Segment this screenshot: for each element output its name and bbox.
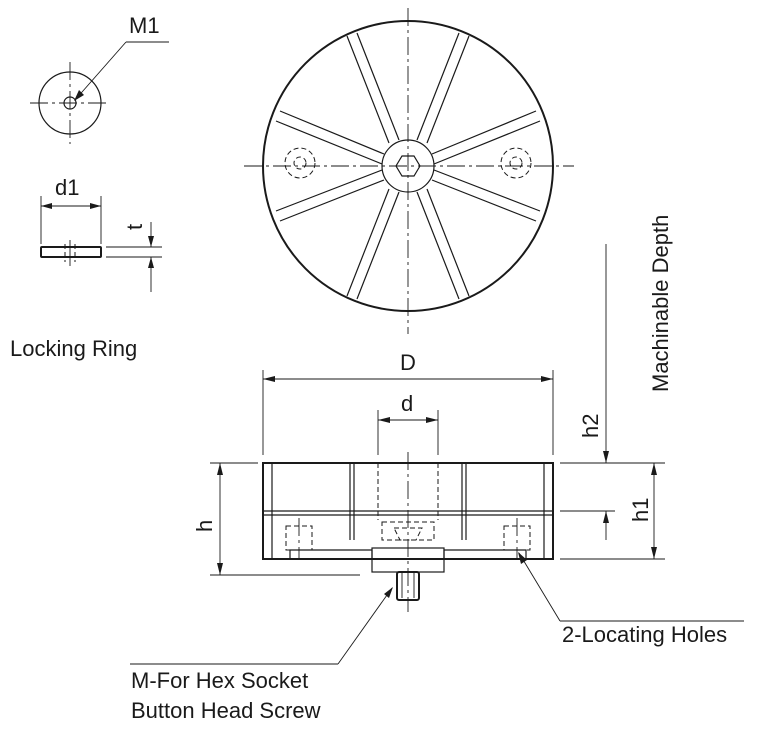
locking-ring-top-view: M1 bbox=[30, 13, 169, 144]
d1-label: d1 bbox=[55, 175, 79, 200]
locating-hole-right bbox=[500, 147, 532, 179]
h-label: h bbox=[192, 520, 217, 532]
dimension-h2: h2 Machinable Depth bbox=[560, 215, 673, 540]
radial-slots bbox=[275, 32, 541, 300]
dimension-h: h bbox=[192, 462, 360, 576]
locating-holes-label: 2-Locating Holes bbox=[562, 622, 727, 647]
dimension-h1: h1 bbox=[560, 462, 665, 560]
jaw-side-view bbox=[262, 452, 554, 612]
m1-label: M1 bbox=[129, 13, 160, 38]
screw-label-line2: Button Head Screw bbox=[131, 698, 321, 723]
D-label: D bbox=[400, 350, 416, 375]
dimension-d: d bbox=[377, 391, 439, 455]
jaw-top-view bbox=[244, 8, 574, 334]
screw-label-line1: M-For Hex Socket bbox=[131, 668, 308, 693]
ring-side-body bbox=[40, 246, 102, 258]
t-label: t bbox=[122, 224, 147, 230]
locating-hole-left bbox=[284, 147, 316, 179]
d-label: d bbox=[401, 391, 413, 416]
dimension-D: D bbox=[262, 350, 554, 455]
leader-screw: M-For Hex Socket Button Head Screw bbox=[130, 587, 393, 723]
leader-locating-holes: 2-Locating Holes bbox=[518, 552, 744, 647]
locking-ring-caption: Locking Ring bbox=[10, 336, 137, 361]
locking-ring-side-view: d1 t bbox=[40, 175, 162, 292]
h1-label: h1 bbox=[628, 498, 653, 522]
machinable-depth-label: Machinable Depth bbox=[648, 215, 673, 392]
h2-label: h2 bbox=[578, 414, 603, 438]
